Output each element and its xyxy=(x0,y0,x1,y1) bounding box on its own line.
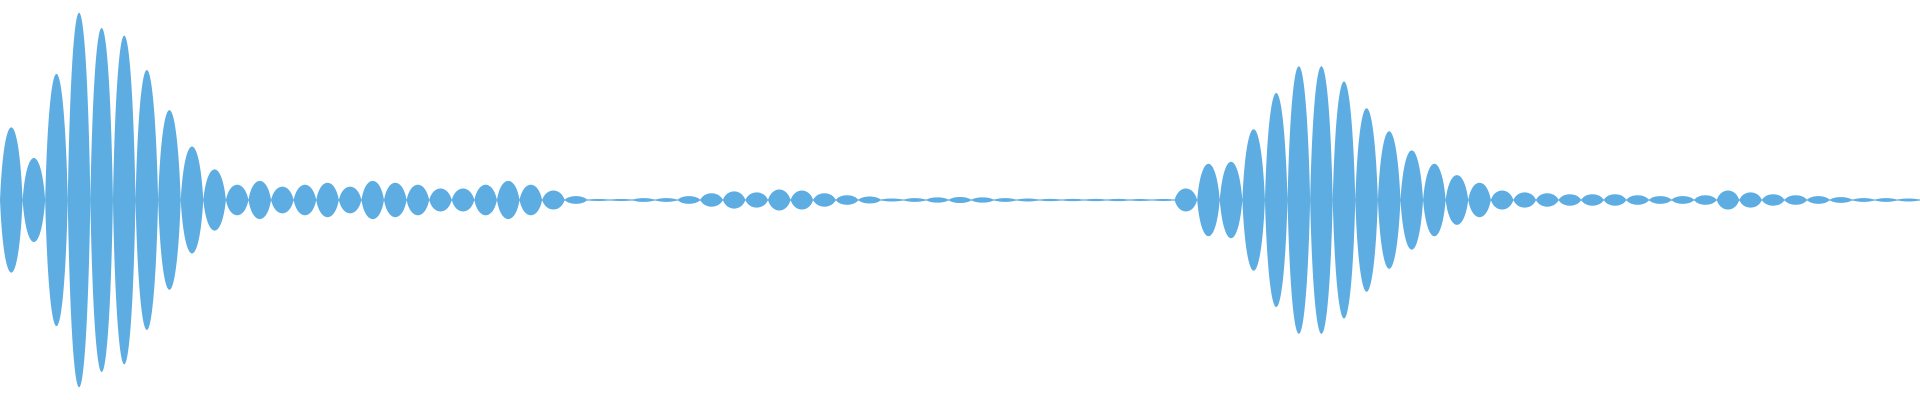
waveform-lobe xyxy=(722,191,746,209)
waveform-lobe xyxy=(1106,198,1130,202)
waveform-lobe xyxy=(1739,192,1762,208)
waveform-lobe xyxy=(948,196,972,204)
waveform-lobe xyxy=(1716,190,1740,210)
waveform-lobe xyxy=(1784,195,1808,205)
waveform-lobe xyxy=(474,184,497,216)
waveform-lobe xyxy=(519,184,543,216)
waveform-lobe xyxy=(1648,196,1672,204)
waveform-lobe xyxy=(1694,195,1717,205)
waveform-lobe xyxy=(926,197,949,203)
waveform-lobe xyxy=(745,192,768,208)
waveform-lobe xyxy=(1468,182,1491,218)
waveform-lobe xyxy=(971,197,994,203)
waveform-lobe xyxy=(248,180,272,220)
waveform-lobe xyxy=(1558,194,1582,206)
waveform-lobe xyxy=(67,12,91,388)
waveform-lobe xyxy=(903,198,927,202)
waveform-lobe xyxy=(496,180,520,220)
waveform-lobe xyxy=(564,196,588,204)
waveform-lobe xyxy=(1355,108,1378,292)
waveform-lobe xyxy=(361,180,384,220)
waveform-lobe xyxy=(1423,163,1446,237)
waveform-lobe xyxy=(384,182,407,218)
waveform-lobe xyxy=(203,169,226,231)
waveform-lobe xyxy=(858,196,881,204)
waveform-lobe xyxy=(1671,196,1695,204)
waveform-lobe xyxy=(22,157,46,243)
waveform-lobe xyxy=(700,193,723,207)
waveform-lobe xyxy=(1626,195,1649,205)
waveform-lobe xyxy=(993,198,1017,202)
waveform-lobe xyxy=(790,190,814,210)
waveform-lobe xyxy=(1852,198,1875,202)
waveform-lobe xyxy=(1400,150,1424,250)
waveform-lobe xyxy=(112,35,136,365)
waveform-lobe xyxy=(1874,198,1898,202)
waveform-lobe xyxy=(835,195,859,205)
waveform-lobe xyxy=(1536,193,1559,207)
waveform-lobe xyxy=(1490,190,1514,210)
waveform-lobe xyxy=(609,199,633,201)
waveform-lobe xyxy=(1807,196,1830,204)
waveform-lobe xyxy=(655,198,678,202)
waveform-lobe xyxy=(1084,198,1107,202)
waveform-lobe xyxy=(813,193,836,207)
waveform-lobe xyxy=(880,198,904,202)
waveform-lobe xyxy=(1332,81,1356,319)
waveform-lobe xyxy=(1310,66,1333,334)
waveform-lobe xyxy=(542,190,565,210)
waveform-lobe xyxy=(1829,197,1853,203)
waveform-lobe xyxy=(406,184,430,216)
waveform-lobe xyxy=(1377,131,1401,269)
waveform-lobe xyxy=(1016,198,1040,202)
waveform-lobe xyxy=(0,127,23,273)
waveform-lobe xyxy=(271,186,294,214)
waveform-lobe xyxy=(1152,199,1175,201)
waveform-lobe xyxy=(429,188,452,212)
waveform-lobe xyxy=(1219,161,1243,239)
waveform-lobe xyxy=(768,189,791,211)
waveform-lobe xyxy=(1197,163,1220,237)
waveform-lobe xyxy=(1581,194,1604,206)
waveform-lobe xyxy=(90,28,113,372)
waveform-lobe xyxy=(1264,92,1288,308)
waveform-lobe xyxy=(1039,198,1062,202)
waveform-lobe xyxy=(1287,66,1311,334)
waveform-lobe xyxy=(632,198,656,202)
waveform-lobe xyxy=(225,184,249,216)
waveform-lobe xyxy=(135,70,159,330)
waveform-lobe xyxy=(1603,194,1627,206)
waveform-lobe xyxy=(1174,188,1198,212)
waveform-lobe xyxy=(180,146,204,254)
waveform-lobe xyxy=(338,186,362,214)
waveform-lobe xyxy=(451,188,475,212)
waveform-lobe xyxy=(1129,199,1152,201)
waveform-lobe xyxy=(1242,129,1265,271)
waveform-lobe xyxy=(158,110,181,290)
waveform-lobe xyxy=(1061,198,1085,202)
waveform-lobe xyxy=(1897,198,1920,202)
waveform-lobe xyxy=(316,182,339,218)
waveform-lobe xyxy=(293,184,317,216)
waveform-lobe xyxy=(587,199,610,201)
waveform-lobe xyxy=(1761,194,1785,206)
waveform-lobe xyxy=(45,73,68,327)
waveform-lobe xyxy=(1513,192,1536,208)
waveform-lobe xyxy=(677,196,701,204)
waveform-lobe xyxy=(1445,175,1469,225)
